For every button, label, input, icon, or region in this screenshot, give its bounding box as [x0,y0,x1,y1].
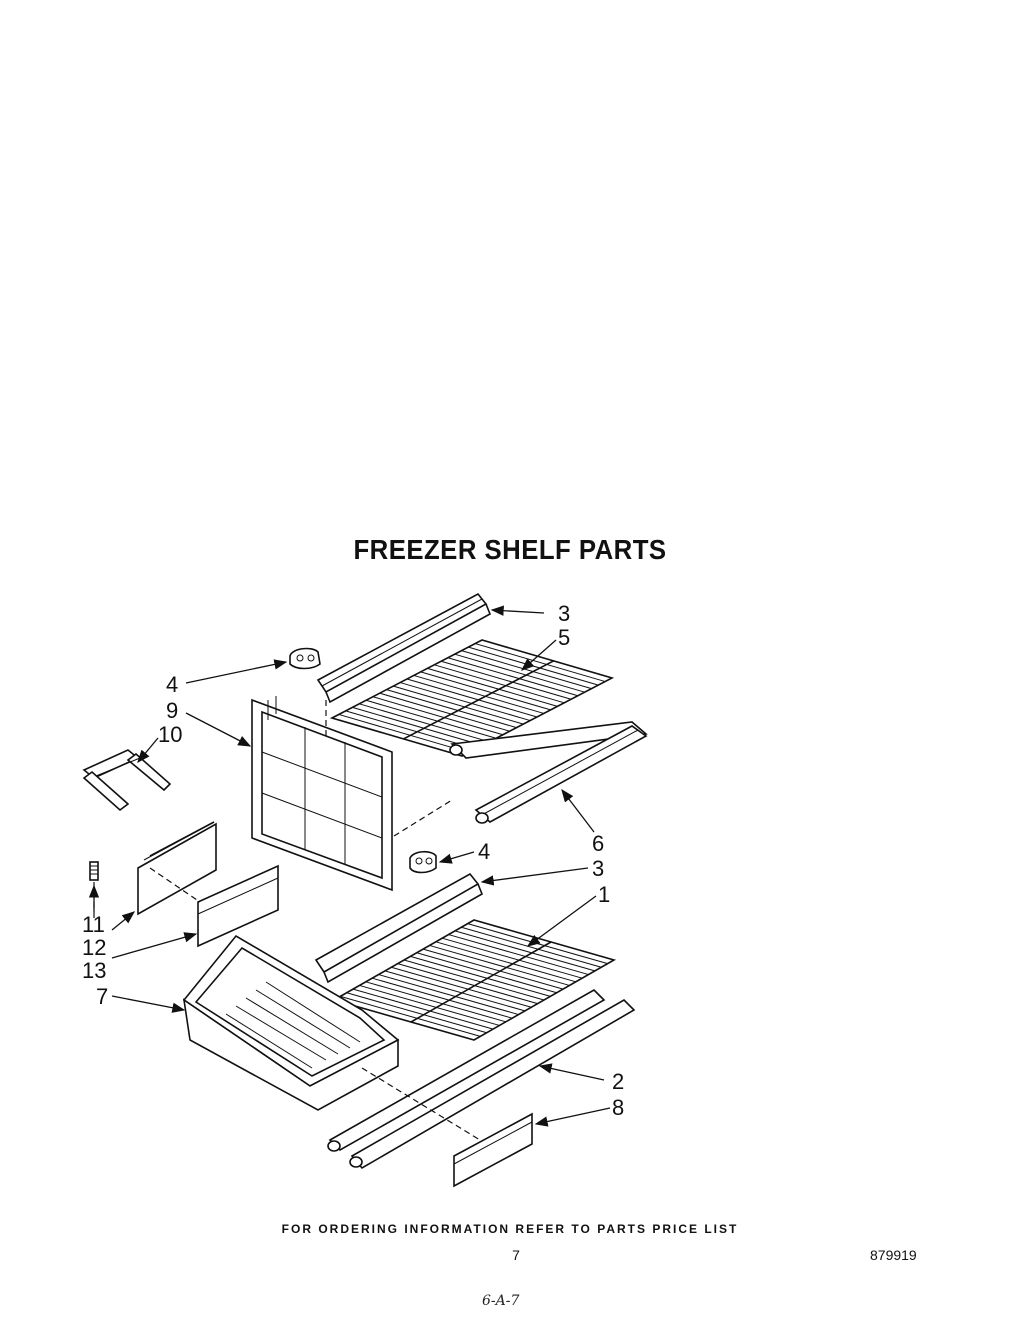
page-number: 7 [512,1247,520,1263]
part-5-upper-wire-shelf [329,639,615,757]
part-1-lower-wire-shelf [331,919,617,1041]
ordering-info-footer: FOR ORDERING INFORMATION REFER TO PARTS … [281,1222,739,1236]
part-12-divider [137,821,217,916]
part-6-side-rail [449,721,648,824]
document-number: 879919 [870,1247,917,1263]
handwritten-note: 6-A-7 [482,1293,520,1309]
callout-2: 2 [612,1069,624,1094]
callout-4-upper: 4 [166,672,178,697]
callout-10: 10 [158,722,182,747]
callout-3-upper: 3 [558,601,570,626]
callout-8: 8 [612,1095,624,1120]
callout-9: 9 [166,698,178,723]
page-title: FREEZER SHELF PARTS [353,534,667,565]
part-10-bracket [82,749,172,812]
part-3-upper-trim [316,592,492,704]
part-9-divider-frame [251,696,393,892]
part-7-basket [182,934,400,1111]
part-8-trim-strip [453,1112,533,1188]
callout-13: 13 [82,958,106,983]
part-13-label [197,864,279,948]
callout-5: 5 [558,625,570,650]
part-4-upper-clip [289,647,321,670]
part-3-lower-trim [314,872,484,984]
callout-11: 11 [82,912,105,937]
callout-7: 7 [96,984,108,1009]
part-2-side-rail [327,989,636,1170]
callout-12: 12 [82,935,106,960]
callout-4-lower: 4 [478,839,490,864]
callout-1: 1 [598,882,610,907]
part-4-lower-clip [409,850,437,874]
callout-3-lower: 3 [592,856,604,881]
part-11-screw [89,861,99,881]
callout-6: 6 [592,831,604,856]
